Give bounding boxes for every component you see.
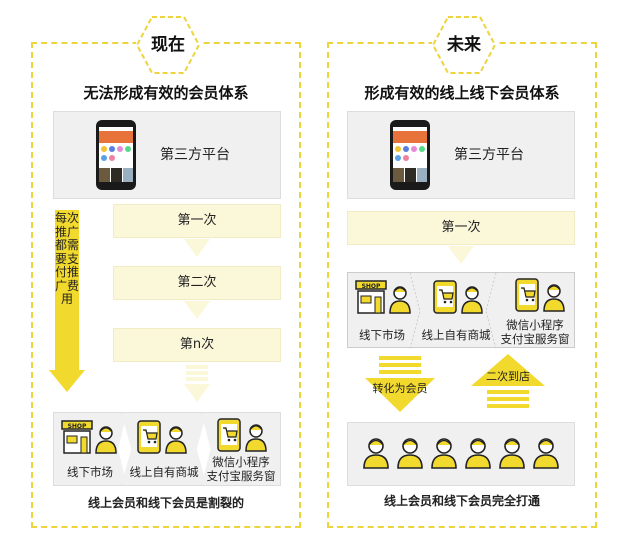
badge-now-label: 现在 xyxy=(151,35,185,55)
member-icon xyxy=(465,438,491,469)
hexagon-icon xyxy=(432,16,496,74)
mobile-cart-icon xyxy=(217,418,267,452)
cost-arrow: 每次推广都需要支付推广费用 xyxy=(55,210,79,370)
arrow-down-icon xyxy=(365,378,435,412)
channel-label: 线下市场 xyxy=(67,465,113,479)
member-icon xyxy=(363,438,389,469)
svg-text:SHOP: SHOP xyxy=(362,283,381,290)
shop-icon: SHOP xyxy=(355,280,411,314)
platform-label: 第三方平台 xyxy=(454,147,524,163)
arrow-up-icon xyxy=(471,354,545,386)
member-icon xyxy=(431,438,457,469)
step-1: 第一次 xyxy=(347,211,575,245)
member-icon xyxy=(499,438,525,469)
return-visit-label: 二次到店 xyxy=(486,370,530,383)
platform-label: 第三方平台 xyxy=(160,147,230,163)
panel-now: 现在 无法形成有效的会员体系 第三方平台 每次推广都需要支付推广费用 第一次 第… xyxy=(31,16,301,528)
convert-to-member-label: 转化为会员 xyxy=(372,382,428,395)
mobile-cart-icon xyxy=(515,278,565,312)
mobile-cart-icon xyxy=(137,420,187,454)
channel-offline-market: SHOP 线下市场 xyxy=(53,412,127,486)
return-visit-arrow: 二次到店 xyxy=(471,354,545,416)
svg-text:SHOP: SHOP xyxy=(68,423,87,430)
arrow-down-icon xyxy=(184,239,210,257)
badge-future: 未来 xyxy=(432,16,496,74)
phone-icon xyxy=(390,120,430,190)
arrow-down-icon xyxy=(184,384,210,402)
channel-label-line2: 支付宝服务窗 xyxy=(206,469,276,483)
badge-now: 现在 xyxy=(136,16,200,74)
cost-arrow-text: 每次推广都需要支付推广费用 xyxy=(55,211,80,306)
channel-label-line1: 微信小程序 xyxy=(212,455,270,469)
hexagon-icon xyxy=(136,16,200,74)
arrow-down-icon xyxy=(448,246,474,264)
step-2: 第二次 xyxy=(113,266,281,300)
panel-title-future: 形成有效的线上线下会员体系 xyxy=(364,84,560,102)
channel-mini-program: 微信小程序 支付宝服务窗 xyxy=(201,412,281,486)
member-icon xyxy=(533,438,559,469)
channels-box: SHOP 线下市场 线上自有商城 微信小程 xyxy=(347,272,575,349)
arrow-down-icon xyxy=(184,301,210,319)
mobile-cart-icon xyxy=(433,280,483,314)
member-icon xyxy=(397,438,423,469)
caption-now: 线上会员和线下会员是割裂的 xyxy=(87,496,244,510)
channel-label: 线上自有商城 xyxy=(129,465,199,479)
phone-icon xyxy=(96,120,136,190)
unified-members-box xyxy=(347,422,575,486)
channel-label-line2: 支付宝服务窗 xyxy=(500,332,570,346)
cost-arrow-head-icon xyxy=(49,370,85,392)
step-1: 第一次 xyxy=(113,204,281,238)
channel-label: 线下市场 xyxy=(359,328,405,342)
channel-label-line1: 微信小程序 xyxy=(506,318,564,332)
convert-to-member-arrow: 转化为会员 xyxy=(365,356,435,416)
panel-title-now: 无法形成有效的会员体系 xyxy=(83,84,249,102)
step-n: 第n次 xyxy=(113,328,281,362)
panel-future: 未来 形成有效的线上线下会员体系 第三方平台 第一次 xyxy=(327,16,597,528)
third-party-platform-box: 第三方平台 xyxy=(347,111,575,199)
divider-zigzag-icon xyxy=(409,273,497,349)
channel-online-mall: 线上自有商城 xyxy=(121,412,207,486)
channel-label: 线上自有商城 xyxy=(421,328,491,342)
continuation-bars xyxy=(186,365,208,383)
caption-future: 线上会员和线下会员完全打通 xyxy=(383,494,540,508)
third-party-platform-box: 第三方平台 xyxy=(53,111,281,199)
shop-icon: SHOP xyxy=(61,420,117,454)
badge-future-label: 未来 xyxy=(447,35,481,55)
